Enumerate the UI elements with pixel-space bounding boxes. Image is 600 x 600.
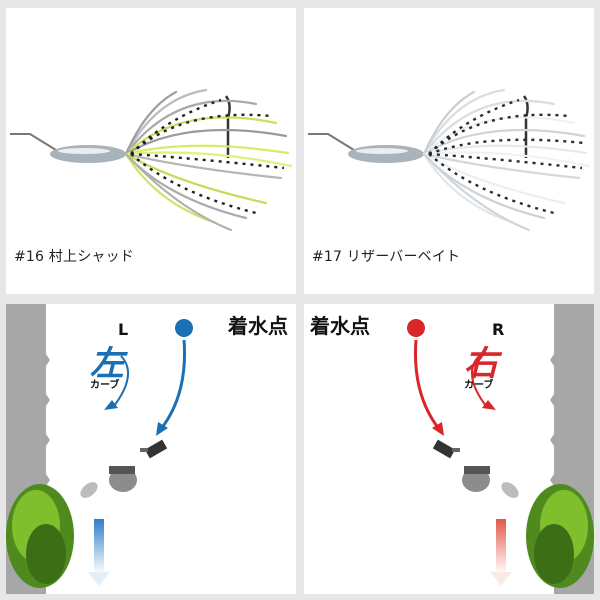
left-curve-diagram: 着水点 L 左 カーブ [6, 304, 296, 594]
product-caption: #17 リザーバーベイト [312, 249, 461, 265]
product-panel-17: #17 リザーバーベイト [304, 8, 594, 294]
lure-large-icon [80, 466, 137, 498]
diagram-illustration-left [6, 304, 193, 594]
direction-letter: R [492, 320, 505, 339]
curve-kanji: 左 [90, 344, 124, 384]
lure-small-icon [432, 439, 460, 459]
lure-large-icon [462, 466, 519, 498]
direction-letter: L [118, 320, 129, 339]
product-caption: #16 村上シャッド [14, 249, 134, 265]
curve-label: カーブ [464, 380, 494, 391]
spinnerbait-image-17 [308, 88, 591, 232]
right-curve-diagram: 着水点 R 右 カーブ [304, 304, 594, 594]
lure-small-icon [140, 439, 168, 459]
landing-point-title: 着水点 [228, 314, 288, 338]
sink-arrow [94, 519, 104, 574]
sink-arrow [496, 519, 506, 574]
spinnerbait-image-16 [10, 88, 293, 232]
landing-point-title: 着水点 [310, 314, 370, 338]
drop-point-dot [407, 319, 425, 337]
drop-point-dot [175, 319, 193, 337]
curve-kanji: 右 [464, 344, 498, 384]
weed-icon [6, 484, 74, 588]
curve-label: カーブ [90, 380, 120, 391]
diagram-illustration-right [407, 304, 594, 594]
product-panel-16: #16 村上シャッド [6, 8, 296, 294]
weed-icon [526, 484, 594, 588]
